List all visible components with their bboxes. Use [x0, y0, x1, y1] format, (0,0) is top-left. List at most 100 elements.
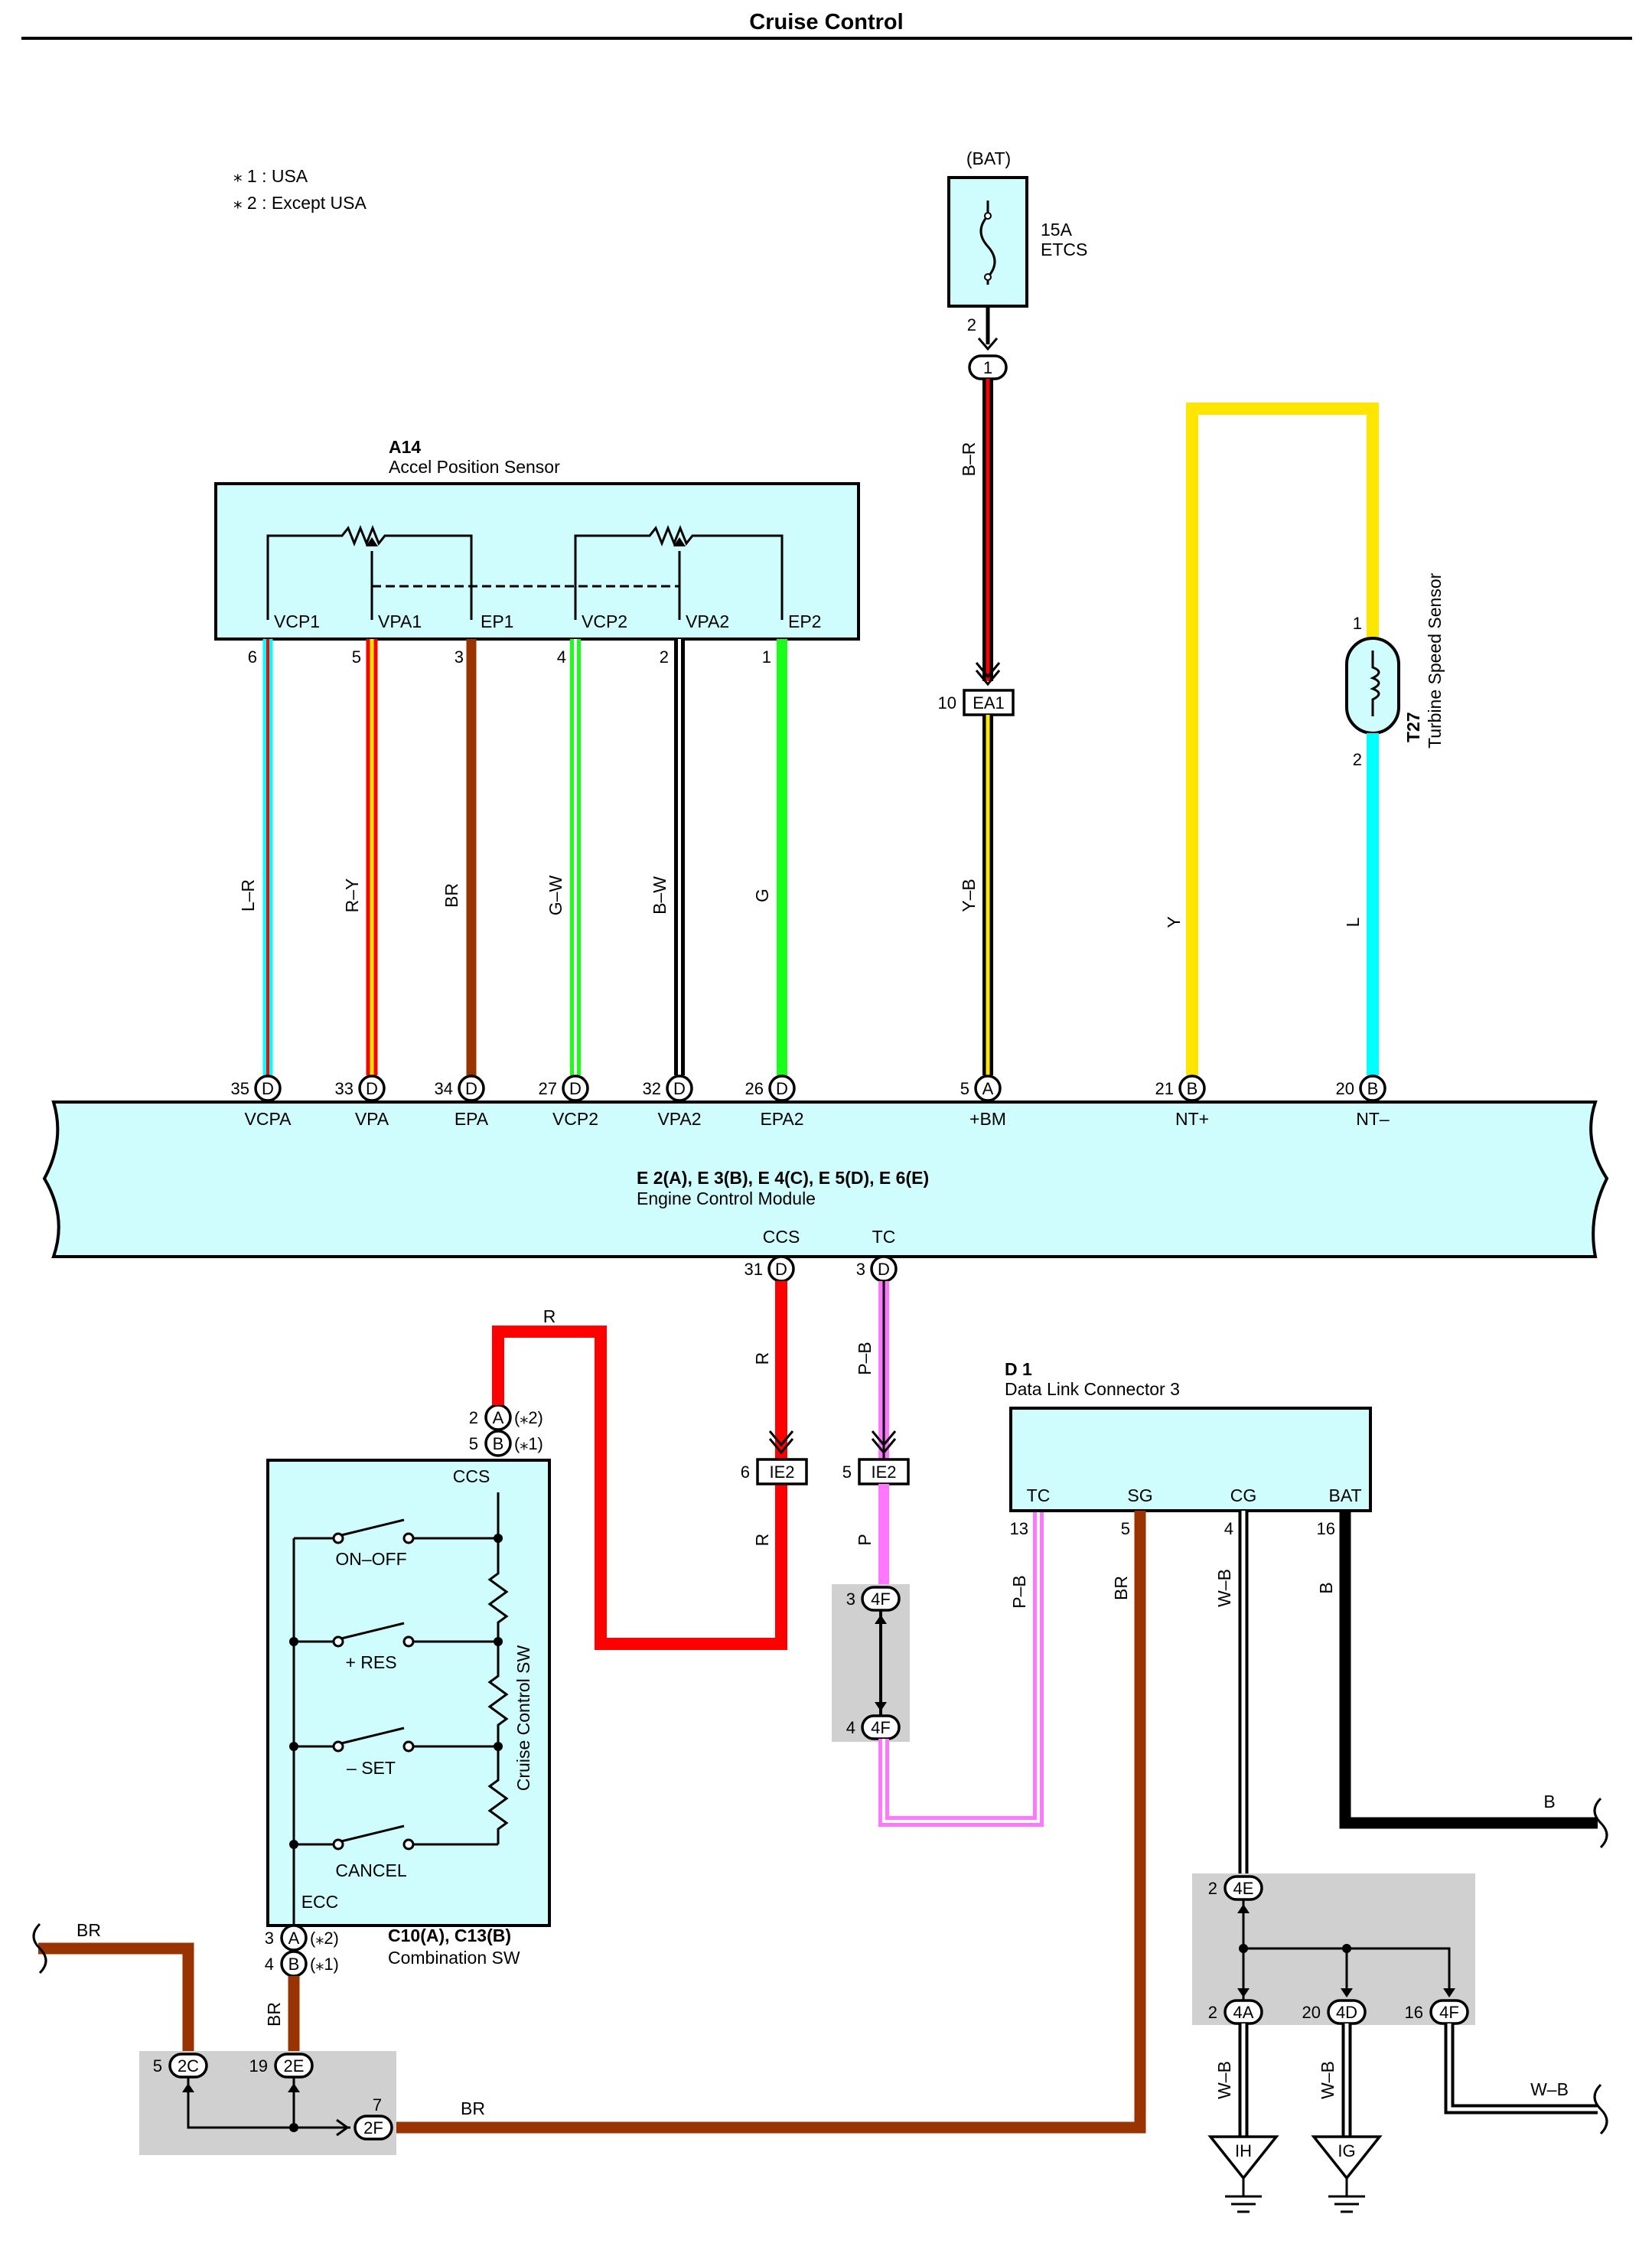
- svg-text:5: 5: [1121, 1519, 1130, 1538]
- svg-text:W–B: W–B: [1214, 2061, 1234, 2099]
- svg-text:W–B: W–B: [1318, 2061, 1338, 2099]
- svg-text:BR: BR: [442, 883, 461, 908]
- svg-text:BR: BR: [1111, 1576, 1131, 1600]
- svg-text:L: L: [1343, 917, 1363, 927]
- svg-text:EP1: EP1: [481, 611, 513, 631]
- fuse-name: ETCS: [1041, 240, 1087, 259]
- svg-text:4: 4: [846, 1718, 855, 1737]
- svg-text:CCS: CCS: [453, 1466, 490, 1486]
- svg-text:(⁎2): (⁎2): [514, 1408, 543, 1427]
- svg-text:B: B: [288, 1955, 300, 1974]
- coil-icon: [1370, 651, 1380, 716]
- svg-text:2: 2: [469, 1408, 478, 1427]
- note-usa: ⁎ 1 : USA: [233, 166, 308, 186]
- page-title: Cruise Control: [749, 10, 903, 34]
- svg-text:NT+: NT+: [1175, 1109, 1209, 1129]
- ecm-pin-tc: TC D 3: [856, 1227, 898, 1283]
- svg-text:21: 21: [1155, 1079, 1174, 1098]
- svg-text:20: 20: [1336, 1079, 1354, 1098]
- svg-text:B–W: B–W: [650, 876, 670, 915]
- svg-text:2F: 2F: [363, 2118, 383, 2138]
- switch-set: – SET: [294, 1727, 498, 1778]
- svg-text:B: B: [493, 1434, 504, 1453]
- svg-text:P–B: P–B: [1009, 1575, 1029, 1608]
- fuse-pin: 2: [967, 315, 976, 334]
- svg-text:VPA: VPA: [355, 1109, 389, 1129]
- svg-text:2: 2: [660, 647, 669, 667]
- svg-text:+BM: +BM: [969, 1109, 1006, 1129]
- svg-text:7: 7: [373, 2095, 382, 2115]
- svg-text:16: 16: [1317, 1519, 1335, 1538]
- svg-text:1: 1: [762, 647, 771, 667]
- svg-text:VPA2: VPA2: [657, 1109, 701, 1129]
- dlc-code: D 1: [1005, 1359, 1032, 1379]
- switch-on-off: ON–OFF: [294, 1518, 498, 1569]
- svg-text:TC: TC: [872, 1227, 896, 1247]
- svg-text:VCP2: VCP2: [552, 1109, 598, 1129]
- svg-text:5: 5: [960, 1079, 969, 1098]
- ecm-pin-vpa2: D 32 VPA2: [643, 1074, 702, 1129]
- svg-text:D: D: [465, 1079, 477, 1098]
- svg-text:B: B: [1187, 1079, 1198, 1098]
- ecm-pin-epa: D 34 EPA: [435, 1074, 489, 1129]
- svg-text:3: 3: [846, 1590, 855, 1609]
- svg-text:(⁎1): (⁎1): [310, 1955, 339, 1974]
- svg-text:G: G: [752, 889, 772, 902]
- svg-text:D: D: [262, 1079, 274, 1098]
- svg-text:34: 34: [435, 1079, 453, 1098]
- svg-text:16: 16: [1405, 2003, 1423, 2022]
- svg-text:IE2: IE2: [769, 1462, 794, 1482]
- ecm-pin-nt-plus: B 21 NT+: [1155, 1074, 1209, 1129]
- svg-text:32: 32: [643, 1079, 661, 1098]
- svg-text:W–B: W–B: [1530, 2079, 1569, 2099]
- junction-ie2-r: [756, 1458, 808, 1485]
- svg-text:EPA2: EPA2: [760, 1109, 803, 1129]
- fuse-icon: [979, 201, 996, 285]
- svg-text:NT–: NT–: [1356, 1109, 1390, 1129]
- wire-p-b-dlc: [878, 1511, 1044, 1827]
- svg-text:20: 20: [1302, 2003, 1321, 2022]
- svg-text:4A: 4A: [1233, 2003, 1254, 2022]
- data-link-connector: [1009, 1407, 1372, 1512]
- continuation-left-icon: [32, 1922, 47, 1974]
- ecm-pin-vcpa: D 35 VCPA: [231, 1074, 292, 1129]
- svg-text:EA1: EA1: [973, 693, 1005, 712]
- engine-control-module: [42, 1101, 1609, 1258]
- svg-text:D: D: [673, 1079, 686, 1098]
- wire-label-b-r: B–R: [959, 442, 979, 477]
- svg-text:B: B: [1316, 1582, 1336, 1593]
- ground-ih-icon: IH: [1207, 2135, 1279, 2213]
- junction-ea1: [963, 689, 1015, 716]
- svg-text:4F: 4F: [871, 1718, 891, 1737]
- svg-text:19: 19: [249, 2056, 268, 2076]
- svg-text:1: 1: [983, 358, 992, 377]
- svg-text:13: 13: [1010, 1519, 1028, 1538]
- svg-text:BR: BR: [77, 1920, 101, 1940]
- svg-text:BR: BR: [461, 2098, 485, 2118]
- svg-text:5: 5: [469, 1434, 478, 1453]
- svg-text:(⁎1): (⁎1): [514, 1434, 543, 1453]
- svg-text:1: 1: [1353, 614, 1362, 633]
- svg-text:ECC: ECC: [301, 1892, 339, 1912]
- switch-cancel: CANCEL: [294, 1824, 500, 1880]
- svg-text:VPA2: VPA2: [686, 611, 729, 631]
- svg-text:D: D: [878, 1260, 890, 1279]
- svg-text:SG: SG: [1127, 1485, 1152, 1505]
- svg-text:EPA: EPA: [455, 1109, 489, 1129]
- svg-text:35: 35: [231, 1079, 249, 1098]
- svg-text:3: 3: [455, 647, 464, 667]
- svg-text:IH: IH: [1235, 2141, 1252, 2160]
- svg-text:VCPA: VCPA: [245, 1109, 292, 1129]
- svg-text:2: 2: [1208, 1879, 1217, 1898]
- svg-text:L–R: L–R: [238, 879, 258, 911]
- svg-text:A: A: [982, 1079, 994, 1098]
- svg-text:4E: 4E: [1233, 1879, 1254, 1898]
- svg-text:10: 10: [938, 693, 956, 712]
- svg-text:Y–B: Y–B: [959, 879, 979, 911]
- ecm-pin-bm: A 5 +BM: [960, 1074, 1006, 1129]
- svg-text:31: 31: [745, 1260, 763, 1279]
- svg-text:BR: BR: [264, 2002, 284, 2027]
- turbine-name: Turbine Speed Sensor: [1425, 572, 1445, 748]
- svg-text:4F: 4F: [871, 1590, 891, 1609]
- ecm-pin-epa2: D 26 EPA2: [745, 1074, 804, 1129]
